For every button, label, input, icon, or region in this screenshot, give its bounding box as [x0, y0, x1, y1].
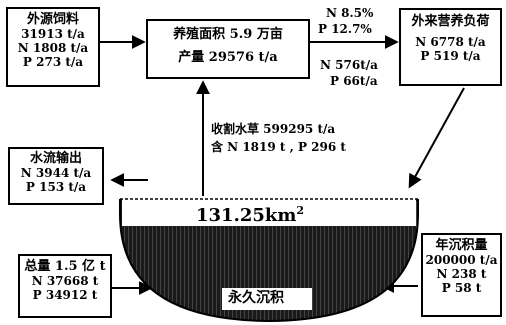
- external-load-n: N 6778 t/a: [415, 35, 486, 49]
- lake-area-sup: 2: [296, 204, 305, 217]
- stock-p: P 34912 t: [32, 288, 98, 302]
- external-feed-title: 外源饲料: [26, 12, 79, 27]
- outflow-p: P 153 t/a: [25, 180, 87, 194]
- farming-yield: 产量 29576 t/a: [178, 50, 278, 65]
- to-external-n-val: N 576t/a: [320, 58, 378, 72]
- farming-box: 养殖面积 5.9 万亩 产量 29576 t/a: [146, 19, 310, 79]
- to-external-n-pct: N 8.5%: [326, 6, 374, 20]
- sediment-label: 永久沉积: [228, 290, 284, 306]
- deposition-box: 年沉积量 200000 t/a N 238 t P 58 t: [421, 233, 502, 317]
- outflow-title: 水流输出: [29, 151, 82, 166]
- external-feed-n: N 1808 t/a: [17, 41, 89, 55]
- lake-area: 131.25km2: [196, 204, 304, 226]
- stock-total: 总量 1.5 亿 t: [24, 259, 106, 274]
- lake-area-value: 131.25km: [196, 205, 297, 226]
- to-external-p-val: P 66t/a: [330, 74, 378, 88]
- stock-n: N 37668 t: [31, 274, 99, 288]
- external-load-title: 外来营养负荷: [411, 14, 490, 29]
- to-external-p-pct: P 12.7%: [318, 22, 372, 36]
- stock-box: 总量 1.5 亿 t N 37668 t P 34912 t: [18, 254, 112, 318]
- external-feed-p: P 273 t/a: [22, 55, 84, 69]
- outflow-box: 水流输出 N 3944 t/a P 153 t/a: [8, 147, 104, 205]
- external-feed-mass: 31913 t/a: [21, 27, 85, 41]
- deposition-n: N 238 t: [436, 267, 487, 281]
- harvest-line1: 收割水草 599295 t/a: [211, 122, 336, 136]
- arrow-external-to-lake: [408, 87, 465, 189]
- external-feed-box: 外源饲料 31913 t/a N 1808 t/a P 273 t/a: [6, 7, 100, 87]
- external-load-box: 外来营养负荷 N 6778 t/a P 519 t/a: [399, 8, 502, 86]
- sediment-label-bg: [222, 288, 312, 310]
- farming-area: 养殖面积 5.9 万亩: [173, 27, 283, 42]
- deposition-mass: 200000 t/a: [425, 253, 498, 267]
- deposition-p: P 58 t: [441, 281, 482, 295]
- external-load-p: P 519 t/a: [420, 49, 481, 63]
- lake-basin: [119, 199, 419, 323]
- lake-water-surface: [122, 199, 416, 226]
- outflow-n: N 3944 t/a: [20, 166, 92, 180]
- deposition-title: 年沉积量: [435, 238, 488, 253]
- harvest-line2: 含 N 1819 t , P 296 t: [211, 140, 346, 154]
